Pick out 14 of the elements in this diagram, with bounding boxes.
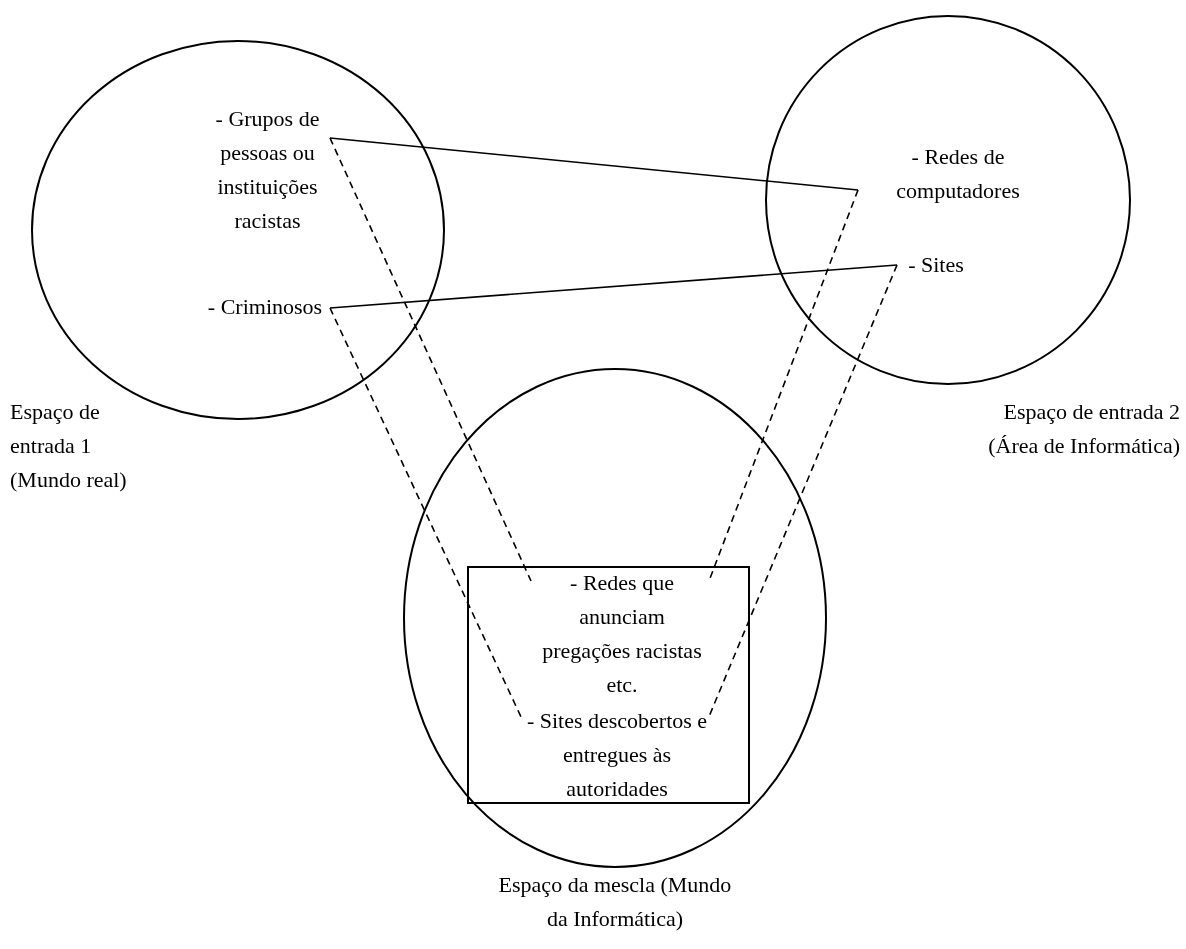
concept-text: - Sites (897, 248, 975, 284)
connector-line (329, 264, 898, 309)
connector-line (329, 137, 859, 191)
concept-text: - Criminosos (200, 290, 330, 326)
space-label: Espaço de entrada 1 (Mundo real) (10, 398, 128, 494)
concept-text: - Sites descobertos e entregues às autoridades (524, 704, 710, 806)
dashed-connector (329, 137, 532, 582)
space-label: Espaço da mescla (Mundo da Informática) (497, 871, 733, 933)
concept-text: - Grupos de pessoas ou instituições racistas (205, 102, 330, 244)
space-label: Espaço de entrada 2 (Área de Informática) (987, 398, 1180, 460)
concept-text: - Redes que anunciam pregações racistas etc. (533, 566, 711, 704)
dashed-connector (329, 307, 523, 720)
frame-box (467, 566, 750, 804)
concept-text: - Redes de computadores (858, 140, 1058, 212)
